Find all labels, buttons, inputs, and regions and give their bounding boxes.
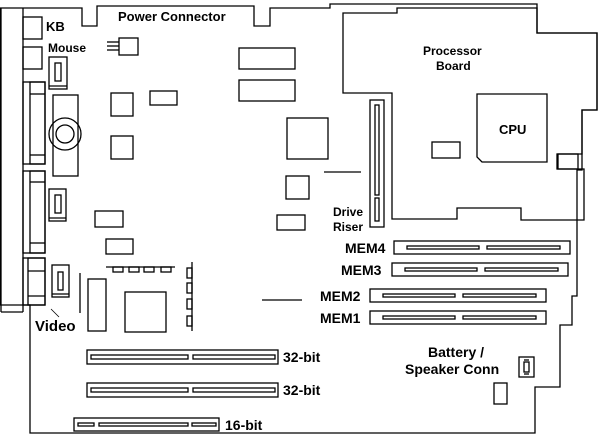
parallel-port	[22, 170, 46, 254]
chipset-small	[285, 175, 310, 200]
drive-riser-label-1: Drive	[333, 205, 363, 219]
fan-connector	[118, 37, 139, 56]
chip-a	[110, 92, 134, 117]
video-label: Video	[35, 318, 76, 335]
mem2-slot	[369, 288, 547, 303]
expansion-slot-32bit-2	[86, 382, 279, 398]
board-outline	[0, 3, 598, 434]
chip-c	[110, 135, 134, 160]
drive-riser-slot	[369, 99, 385, 228]
video-jumper-pin	[57, 271, 64, 291]
resistor-v3	[186, 298, 193, 310]
mem3-pin-a	[404, 267, 478, 272]
speaker-connector	[518, 356, 535, 378]
mouse-label: Mouse	[48, 41, 86, 55]
speaker-inner	[55, 124, 75, 144]
expansion-slot-16bit-pin-c	[191, 422, 217, 427]
chipset-tiny	[276, 214, 306, 231]
drive-riser-long-pin	[374, 104, 380, 196]
chip-e	[105, 238, 134, 255]
mem1-slot	[369, 310, 547, 325]
chipset-main	[286, 117, 329, 160]
mem1-label: MEM1	[320, 310, 361, 326]
mem2-label: MEM2	[320, 288, 361, 304]
parallel-port-inner	[29, 170, 46, 254]
jumper-pin	[54, 62, 62, 82]
mem3-slot	[391, 262, 569, 277]
mem3-pin-b	[484, 267, 559, 272]
speaker-housing	[52, 94, 79, 177]
mem2-pin-b	[462, 293, 537, 298]
drive-riser-label-2: Riser	[333, 220, 363, 234]
battery	[493, 382, 508, 405]
expansion-slot-32bit-1-pin-a	[90, 354, 189, 360]
resistor-v1	[186, 267, 193, 279]
processor-board	[342, 7, 598, 221]
mem4-pin-a	[406, 245, 480, 250]
chip-b	[149, 90, 178, 106]
resistor-h1	[112, 266, 124, 273]
expansion-slot-32bit-1	[86, 349, 279, 365]
speaker-connector-pin	[523, 361, 530, 373]
mem3-label: MEM3	[341, 262, 382, 278]
slot-32bit-1-label: 32-bit	[283, 349, 321, 365]
cpu-connector	[556, 153, 579, 170]
mem4-label: MEM4	[345, 240, 386, 256]
cpu-label: CPU	[499, 122, 526, 137]
resistor-v2	[186, 282, 193, 294]
mem1-pin-a	[382, 315, 456, 320]
video-port-inner	[27, 257, 46, 306]
mouse-connector	[22, 46, 43, 70]
slot-32bit-2-label: 32-bit	[283, 382, 321, 398]
video-jumper	[51, 264, 70, 298]
expansion-slot-16bit	[73, 417, 220, 432]
video-port	[22, 257, 46, 306]
battery-label-1: Battery /	[428, 344, 484, 360]
bios-chip-2	[238, 79, 296, 102]
speaker-outer	[48, 117, 82, 151]
bios-chip-1	[238, 47, 296, 70]
mem2-pin-a	[382, 293, 456, 298]
mem4-slot	[393, 240, 571, 255]
video-chip	[124, 291, 167, 333]
slot-16bit-label: 16-bit	[225, 417, 263, 433]
resistor-h3	[143, 266, 155, 273]
resistor-h2	[128, 266, 140, 273]
serial-port-1-inner	[29, 81, 46, 165]
mem4-pin-b	[486, 245, 561, 250]
mem1-pin-b	[462, 315, 537, 320]
expansion-slot-32bit-1-pin-b	[192, 354, 276, 360]
resistor-v4	[186, 315, 193, 327]
resistor-h4	[160, 266, 172, 273]
cpu	[476, 93, 548, 163]
kb-connector	[22, 16, 43, 40]
jumper-pin-2	[54, 194, 62, 214]
expansion-slot-16bit-pin-b	[98, 422, 189, 427]
video-memory	[87, 278, 107, 332]
kb-label: KB	[46, 19, 65, 34]
vrm-chip	[431, 141, 461, 159]
expansion-slot-16bit-pin-a	[77, 422, 95, 427]
battery-label-2: Speaker Conn	[405, 361, 499, 377]
jumper-block-2	[48, 188, 67, 222]
processor-board-label-1: Processor	[423, 44, 482, 58]
processor-board-label-2: Board	[436, 59, 471, 73]
expansion-slot-32bit-2-pin-a	[90, 387, 189, 393]
expansion-slot-32bit-2-pin-b	[192, 387, 276, 393]
video-leader	[50, 308, 60, 318]
chip-d	[94, 210, 124, 228]
drive-riser-short-pin	[374, 197, 380, 222]
jumper-block	[48, 56, 68, 90]
power-connector-label: Power Connector	[118, 9, 226, 24]
